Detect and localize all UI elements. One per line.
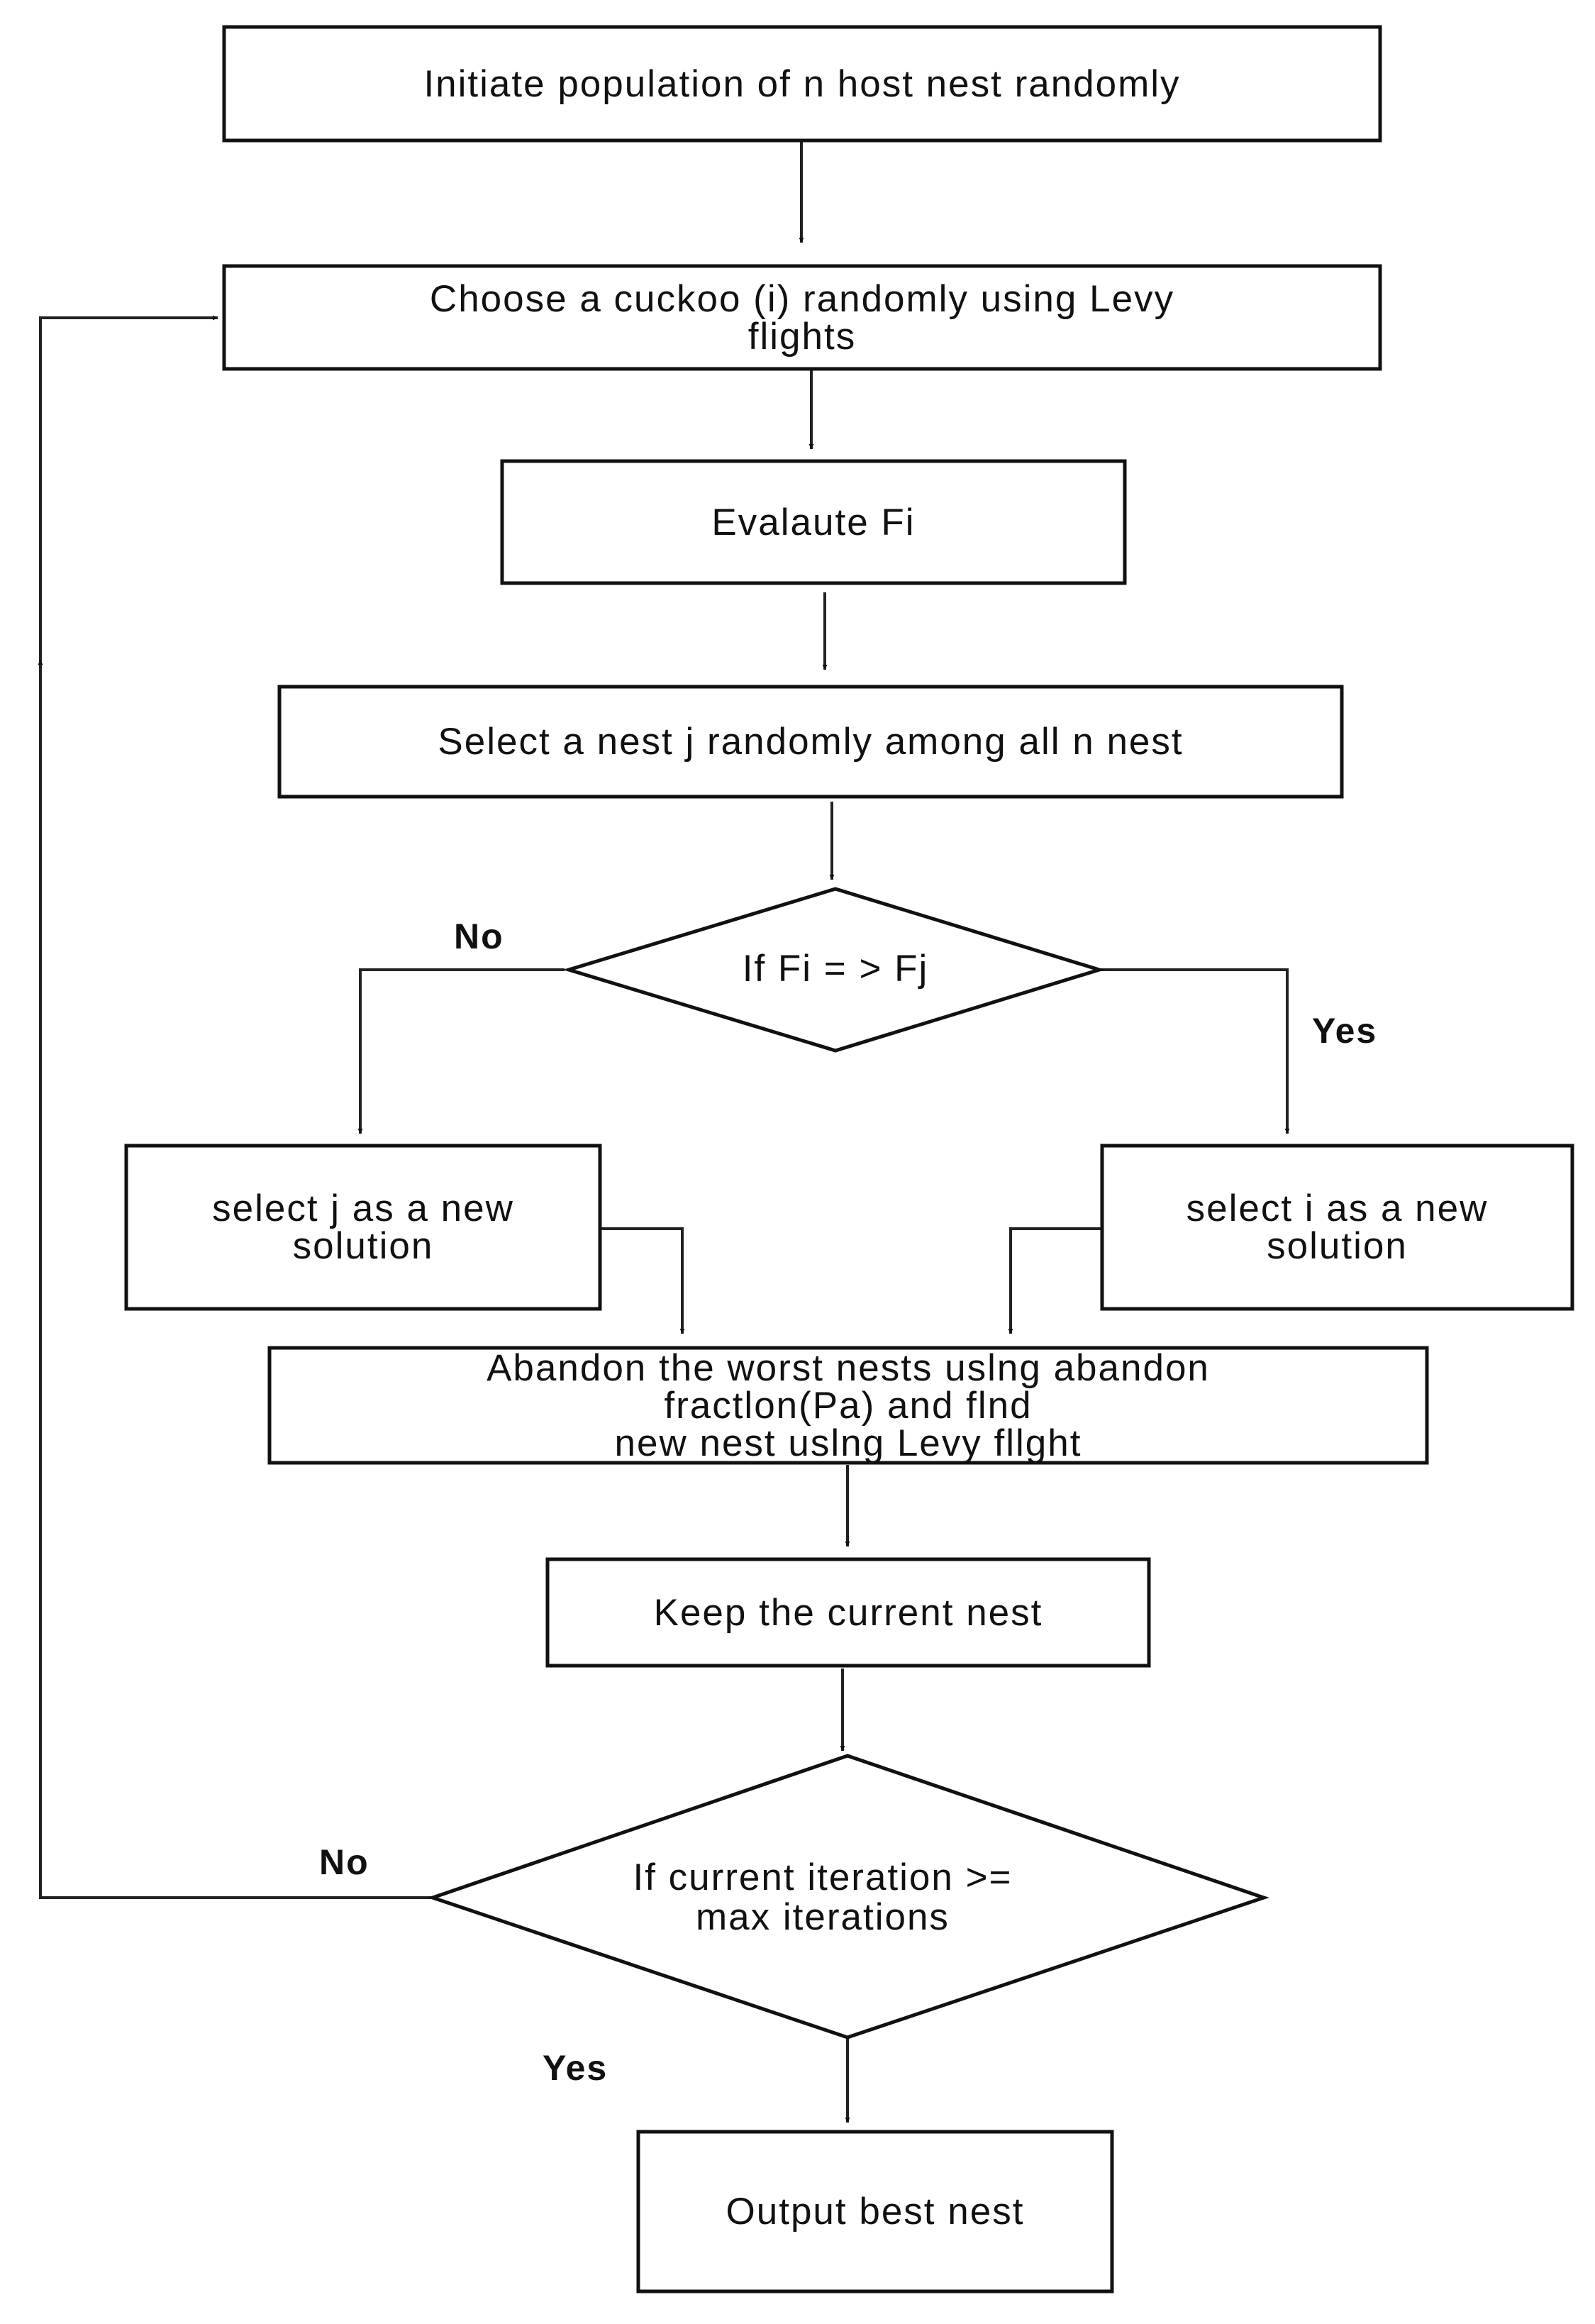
edge-loop-to-choose xyxy=(39,315,218,660)
iter-no-label: No xyxy=(319,1842,369,1882)
edge-compare-no xyxy=(357,968,565,1134)
init-text: Initiate population of n host nest rando… xyxy=(423,62,1181,105)
compare-text: If Fi = > Fj xyxy=(742,947,929,990)
choose-text: Choose a cuckoo (i) randomly using Levy … xyxy=(429,277,1175,358)
abandon-box xyxy=(267,1346,1429,1465)
nodes xyxy=(124,25,1574,2293)
select-i-box xyxy=(1100,1144,1574,1311)
keep-box xyxy=(545,1557,1151,1668)
select-j-box xyxy=(124,1144,602,1311)
evaluate-text: Evalaute Fi xyxy=(711,501,916,543)
select-j-text: select j as a new solution xyxy=(212,1188,514,1267)
select-i-text: select i as a new solution xyxy=(1186,1188,1489,1267)
compare-yes-label: Yes xyxy=(1312,1011,1378,1051)
check-iter-diamond xyxy=(427,1754,1269,2040)
compare-diamond xyxy=(562,887,1106,1053)
output-text: Output best nest xyxy=(726,2191,1025,2232)
choose-box xyxy=(222,264,1382,371)
edges xyxy=(38,140,1290,2123)
keep-text: Keep the current nest xyxy=(653,1591,1043,1634)
edge-compare-yes xyxy=(1099,968,1290,1134)
evaluate-box xyxy=(500,459,1127,585)
output-box xyxy=(636,2130,1114,2293)
edge-select-i-to-abandon xyxy=(1008,1227,1104,1334)
init-box xyxy=(222,25,1382,143)
iter-yes-label: Yes xyxy=(543,2048,608,2088)
compare-no-label: No xyxy=(454,917,504,956)
select-nest-text: Select a nest j randomly among all n nes… xyxy=(438,721,1184,763)
abandon-text: Abandon the worst nests uslng abandon fr… xyxy=(487,1346,1210,1464)
edge-select-j-to-abandon xyxy=(598,1227,685,1334)
select-nest-box xyxy=(277,685,1344,799)
check-iter-text: If current iteration >= max iterations xyxy=(633,1857,1013,1938)
